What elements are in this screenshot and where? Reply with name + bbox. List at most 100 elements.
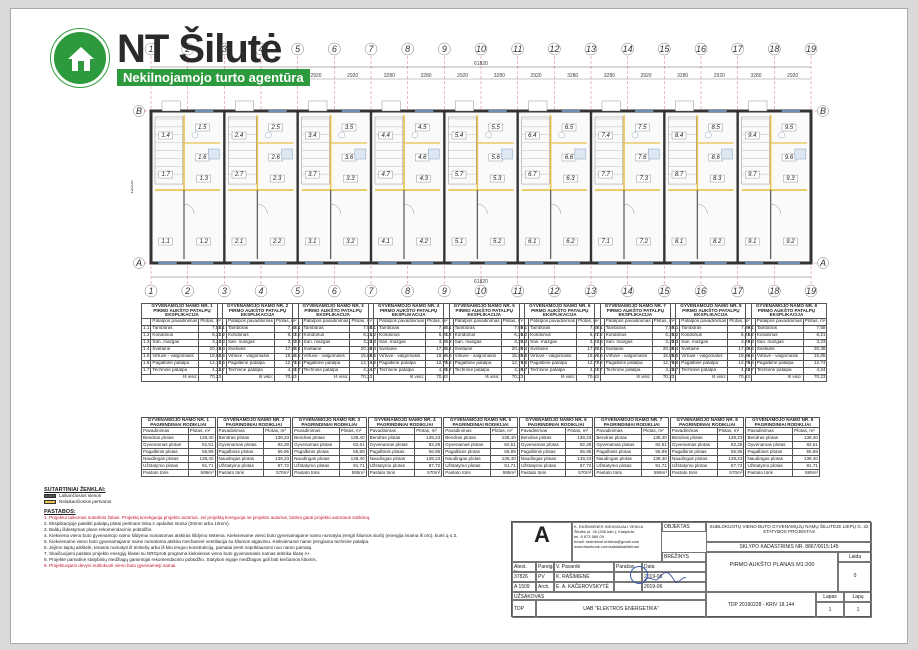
- room-number: 7.5: [638, 125, 647, 131]
- column-header: Plotas, m²: [338, 427, 367, 436]
- total-cell: Iš viso:: [292, 373, 351, 382]
- sheets-total: 1: [844, 602, 872, 618]
- room-tag: [196, 174, 211, 183]
- axis-label-top: 3: [222, 44, 227, 54]
- table-cell: 139,23: [716, 434, 745, 443]
- table-cell: Virtuvė - valgomasis: [603, 352, 653, 361]
- bay-dimension: 3280: [604, 73, 615, 79]
- axis-bubble: [548, 284, 561, 298]
- legend-label: Nelaikančiosios pertvaros: [59, 499, 112, 504]
- table-cell: 138,40: [489, 455, 518, 464]
- table-cell: Gyvenamas plotas: [443, 441, 491, 450]
- table-cell: 56,95: [414, 448, 443, 457]
- object-label: OBJEKTAS: [662, 522, 706, 532]
- room-tag: [341, 123, 357, 132]
- table-cell: 87,72: [414, 462, 443, 471]
- table-cell: San. mazgas: [377, 338, 426, 347]
- table-cell: Tambūras: [301, 324, 351, 333]
- row-axis-label: B: [136, 106, 142, 116]
- table-cell: 6.5: [518, 352, 530, 361]
- header-line: GYVENAMOJO NAMO NR. 9: [752, 417, 814, 422]
- note-item: 9. Projektuojami devyni sublokuoti vieno…: [44, 563, 177, 568]
- header-line: GYVENAMOJO NAMO NR. 3: [302, 303, 364, 308]
- column-header: Plotas, m²: [414, 427, 443, 436]
- notes-list: 1. Projektui taikomas sutartinis žalias.…: [44, 515, 504, 569]
- column-header: Patalpos pavadinimas: [225, 317, 275, 326]
- table-cell: Naudingas plotas: [594, 455, 642, 464]
- table-cell: San. mazgas: [528, 338, 578, 347]
- table-cell: 570m³: [565, 469, 594, 478]
- room-number: 5.5: [491, 125, 500, 131]
- table-cell: 595m³: [338, 469, 367, 478]
- room-number: 9.4: [748, 133, 757, 139]
- column-header: Pavadinimas: [216, 427, 265, 436]
- person-name: K. RAŠIMIENĖ: [554, 572, 614, 582]
- door-swing: [257, 203, 268, 215]
- axis-label-top: 10: [476, 44, 486, 54]
- bay-dimension: 2920: [714, 73, 725, 79]
- toilet-fixture: [778, 131, 785, 139]
- firm-logo: A: [534, 522, 550, 547]
- legend-item: Laikančiosios sienos: [44, 493, 504, 499]
- table-cell: 6,21: [802, 331, 828, 340]
- entrance-step: [235, 100, 254, 112]
- table-cell: Bendras plotas: [518, 434, 567, 443]
- axis-bubble: [133, 257, 145, 269]
- table-cell: Gyvenamas plotas: [216, 441, 265, 450]
- table-cell: 4.7: [367, 366, 379, 375]
- table-cell: Naudingas plotas: [367, 455, 416, 464]
- room-number: 7.1: [601, 239, 609, 245]
- table-cell: San. mazgas: [301, 338, 351, 347]
- header-line: EKSPLIKACIJA: [694, 312, 728, 318]
- table-cell: 139,23: [716, 455, 745, 464]
- axis-label-top: 17: [733, 44, 744, 54]
- table-cell: Koridorius: [301, 331, 351, 340]
- column-header: Patalpos pavadinimas: [377, 317, 426, 326]
- table-cell: Pastato tūris: [292, 469, 340, 478]
- table-cell: 7.3: [594, 338, 605, 347]
- table-cell: 55,89: [489, 448, 518, 457]
- room-number: 5.3: [493, 176, 502, 182]
- room-number: 9.1: [748, 239, 756, 245]
- header-line: PIRMO AUKŠTO PATALPŲ: [531, 307, 589, 313]
- table-cell: 570m³: [414, 469, 443, 478]
- axis-bubble: [401, 42, 414, 56]
- room-number: 3.2: [346, 239, 355, 245]
- room-number: 1.1: [161, 239, 169, 245]
- table-cell: 595m³: [640, 469, 669, 478]
- room-number: 6.5: [565, 125, 574, 131]
- table-cell: Naudingas plotas: [669, 455, 718, 464]
- axis-bubble: [511, 42, 524, 56]
- kitchen-counter: [721, 148, 733, 160]
- table-cell: Koridorius: [452, 331, 502, 340]
- legend-swatch-bearing: [44, 494, 56, 498]
- toilet-fixture: [558, 131, 565, 139]
- kitchen-counter: [428, 148, 440, 160]
- entrance-step: [381, 100, 401, 112]
- axis-bubble: [768, 42, 781, 56]
- column-header: Plotas, m²: [792, 427, 820, 436]
- table-cell: 6.3: [518, 338, 530, 347]
- toilet-fixture: [411, 131, 419, 139]
- column-header: [594, 317, 605, 326]
